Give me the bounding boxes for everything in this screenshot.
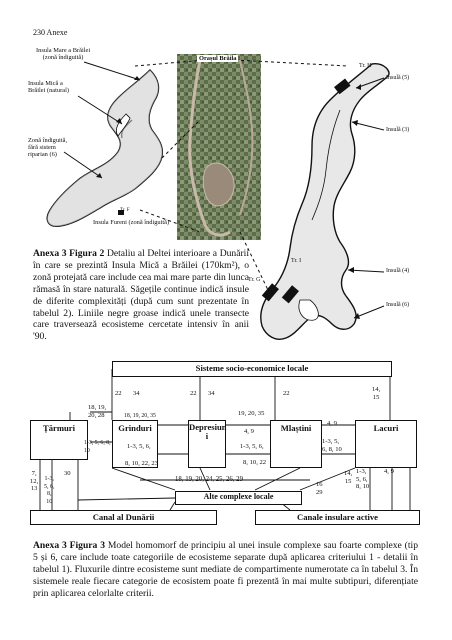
box-sisteme-socio-label: Sisteme socio-economice locale — [195, 363, 309, 373]
num-7-12-13: 7, 12, 13 — [30, 470, 39, 493]
num-4-9-b: 4, 9 — [244, 428, 254, 435]
num-14-15-b: 14, 15 — [344, 470, 353, 485]
figure3-caption-text: Model homomorf de principiu al unei insu… — [33, 540, 418, 599]
box-tarmuri-label: Țărmuri — [43, 423, 75, 433]
box-canal-dunarii-label: Canal al Dunării — [92, 512, 155, 522]
box-lacuri: Lacuri — [355, 420, 417, 468]
num-1-3-5-6-8-10-b: 1-3, 5, 6, 8, 10 — [322, 438, 342, 453]
right-map-outline — [260, 63, 390, 340]
num-1-3-5-6-8-10-a: 1-3, 5, 6, 8, 10 — [84, 440, 111, 454]
label-insula-5: Insulă (5) — [386, 75, 410, 81]
num-dot: . — [146, 476, 148, 483]
label-zona-indiguita: Zonă îndiguită, fără sistem riparian (6) — [28, 137, 68, 158]
num-19-20-35: 19, 20, 35 — [238, 410, 265, 417]
figure2-caption: Anexa 3 Figura 2 Detaliu al Deltei inter… — [33, 248, 249, 343]
num-8-10-22-23: 8, 10, 22, 23 — [125, 460, 158, 467]
num-16-29: 16 29 — [316, 481, 323, 496]
label-insula-fureni: Insula Fureni (zonă îndiguită) — [93, 219, 170, 226]
label-insula-3: Insulă (3) — [386, 127, 410, 133]
num-30: 30 — [64, 470, 71, 477]
projection-lines — [134, 59, 349, 291]
num-18-19-20-28: 18, 19, 20, 28 — [88, 404, 107, 419]
box-canal-dunarii: Canal al Dunării — [30, 510, 217, 525]
box-canale-insulare-label: Canale insulare active — [297, 512, 378, 522]
figure2-caption-text: Detaliu al Deltei interioare a Dunării î… — [33, 248, 250, 343]
num-14-15-top: 14, 15 — [372, 386, 381, 401]
label-tr-i: Tr. I — [291, 258, 302, 264]
box-depresiuni-label: Depresiun i — [189, 422, 227, 441]
num-1-3-5-6-8-10-c: 1-3, 5, 6, 8, 10 — [44, 476, 55, 505]
transect-i — [281, 285, 299, 304]
sat-lake — [202, 162, 235, 207]
page-header: 230 Anexe — [33, 28, 68, 37]
box-depresiuni: Depresiun i — [188, 420, 227, 468]
box-canale-insulare: Canale insulare active — [255, 510, 420, 525]
box-tarmuri: Țărmuri — [30, 420, 88, 460]
label-tr-h: Tr. H — [359, 63, 372, 69]
label-tr-g: Tr. G — [248, 277, 261, 283]
box-sisteme-socio: Sisteme socio-economice locale — [112, 361, 392, 377]
num-4-9-a: 4, 9 — [327, 420, 337, 427]
figure3-caption-title: Anexa 3 Figura 3 — [33, 540, 106, 551]
box-mlastini-label: Mlaștini — [280, 423, 312, 433]
transect-g — [261, 283, 279, 302]
transect-f — [118, 210, 124, 215]
num-22c: 22 — [283, 390, 290, 397]
right-map-channel-a — [311, 109, 341, 221]
label-insula-4: Insulă (4) — [386, 268, 410, 274]
num-18-19-20-35: 18, 19, 20, 35 — [124, 413, 156, 419]
sat-river-a — [188, 59, 231, 237]
box-mlastini: Mlaștini — [270, 420, 322, 468]
box-alte-complexe-label: Alte complexe locale — [203, 492, 274, 501]
label-oras-braila: Orașul Brăila — [197, 55, 239, 62]
label-arrows — [63, 61, 385, 319]
box-grinduri-label: Grinduri — [118, 423, 152, 433]
label-insula-mica: Insula Mică a Brăilei (natural) — [28, 80, 69, 94]
num-1-3-5-6-8-10-d: 1-3, 5, 6, 8, 10 — [356, 468, 370, 491]
num-8-10-22: 8, 10, 22 — [243, 459, 267, 466]
left-map-fill — [47, 70, 163, 227]
num-1-3-5-6-b: 1-3, 5, 6, — [240, 443, 264, 450]
arrow-heads — [96, 76, 361, 319]
label-tr-f: Tr. F — [120, 208, 130, 213]
transect-h — [334, 78, 351, 95]
right-map-island — [298, 299, 319, 321]
num-34b: 34 — [208, 390, 215, 397]
figure2-caption-title: Anexa 3 Figura 2 — [33, 248, 105, 259]
box-lacuri-label: Lacuri — [373, 423, 399, 433]
num-mid-list: 18, 19, 20, 24, 25, 26, 29 — [175, 476, 243, 483]
box-grinduri: Grinduri — [112, 420, 158, 468]
figure3-caption: Anexa 3 Figura 3 Model homomorf de princ… — [33, 540, 418, 600]
num-22b: 22 — [190, 390, 197, 397]
sat-river-b — [239, 59, 254, 216]
label-insula-mare: Insula Mare a Brăilei (zonă îndiguită) — [36, 47, 91, 61]
num-4-9-c: 4, 9 — [384, 468, 394, 475]
num-1-3-5-6-a: 1-3, 5, 6, — [127, 443, 151, 450]
box-alte-complexe: Alte complexe locale — [175, 491, 302, 505]
num-22a: 22 — [115, 390, 122, 397]
label-insula-6: Insulă (6) — [386, 302, 410, 308]
num-34a: 34 — [133, 390, 140, 397]
